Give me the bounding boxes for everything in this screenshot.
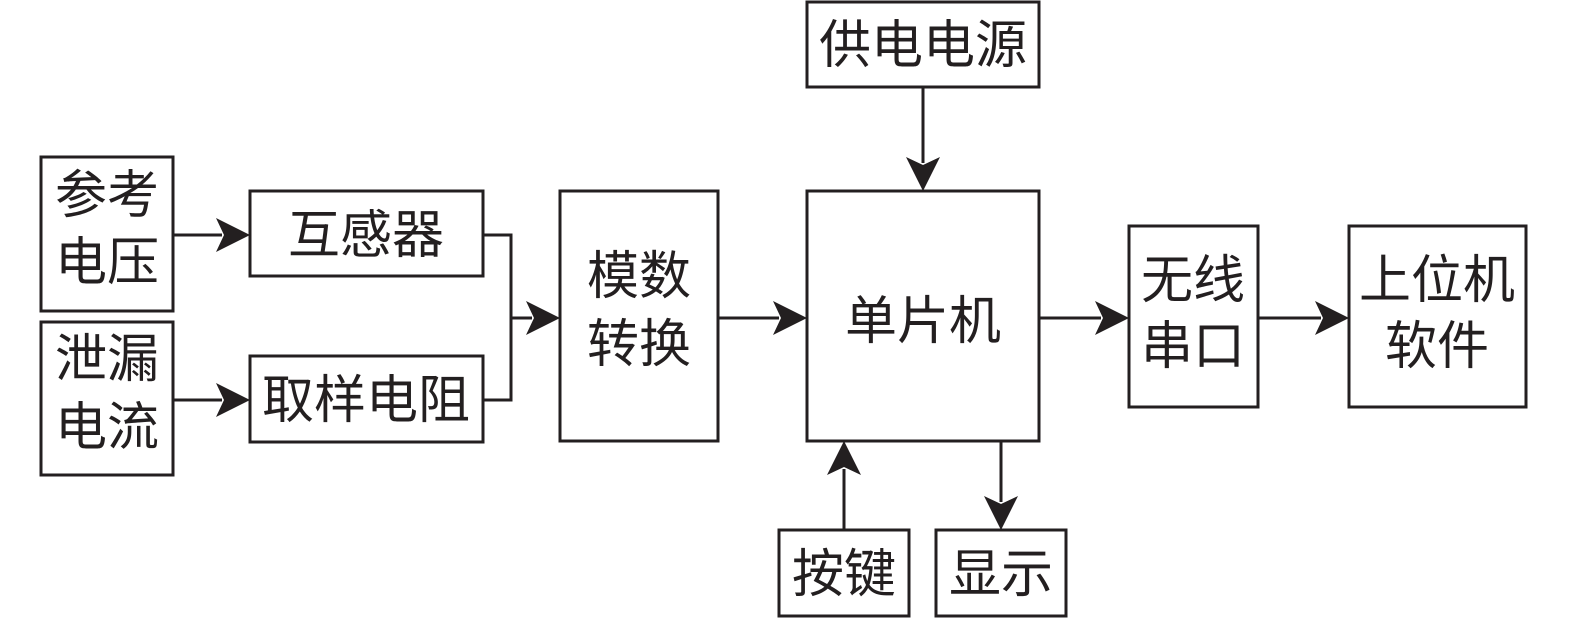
reference-voltage-label-line2: 电压: [55, 233, 159, 293]
ad-converter-block: 模数 转换: [558, 189, 720, 443]
leakage-current-block: 泄漏 电流: [39, 320, 175, 477]
leakage-current-label-line1: 泄漏: [55, 330, 159, 390]
transformer-label: 互感器: [288, 206, 444, 266]
arrow-keys-to-mcu: [827, 441, 861, 530]
reference-voltage-block: 参考 电压: [39, 155, 175, 313]
reference-voltage-label-line1: 参考: [55, 166, 159, 226]
arrow-mcu-to-wireless: [1039, 301, 1129, 335]
ad-converter-label-line1: 模数: [587, 247, 691, 307]
arrow-ad-to-mcu: [718, 301, 807, 335]
wireless-serial-label-line1: 无线: [1141, 251, 1245, 311]
arrow-reference-to-transformer: [173, 218, 250, 252]
arrow-mcu-to-display: [984, 441, 1018, 530]
ad-converter-label-line2: 转换: [587, 315, 691, 375]
wireless-serial-block: 无线 串口: [1127, 224, 1260, 409]
host-software-label-line1: 上位机: [1359, 251, 1515, 311]
leakage-current-label-line2: 电流: [55, 398, 159, 458]
arrow-wireless-to-host: [1258, 301, 1349, 335]
mcu-label: 单片机: [845, 292, 1001, 352]
display-block: 显示: [934, 528, 1068, 618]
sampling-resistor-block: 取样电阻: [248, 354, 485, 444]
mcu-block: 单片机: [805, 189, 1041, 443]
arrow-merge-to-ad-converter: [483, 233, 560, 402]
arrow-leakage-to-sampling: [173, 383, 250, 417]
keys-block: 按键: [777, 528, 911, 618]
keys-label: 按键: [792, 545, 896, 605]
host-software-block: 上位机 软件: [1347, 224, 1528, 409]
wireless-serial-label-line2: 串口: [1141, 317, 1245, 377]
host-software-label-line2: 软件: [1385, 317, 1489, 377]
arrow-power-to-mcu: [906, 87, 940, 191]
display-label: 显示: [949, 545, 1053, 605]
transformer-block: 互感器: [248, 189, 485, 278]
power-supply-label: 供电电源: [819, 16, 1027, 76]
power-supply-block: 供电电源: [805, 0, 1041, 89]
sampling-resistor-label: 取样电阻: [262, 371, 470, 431]
